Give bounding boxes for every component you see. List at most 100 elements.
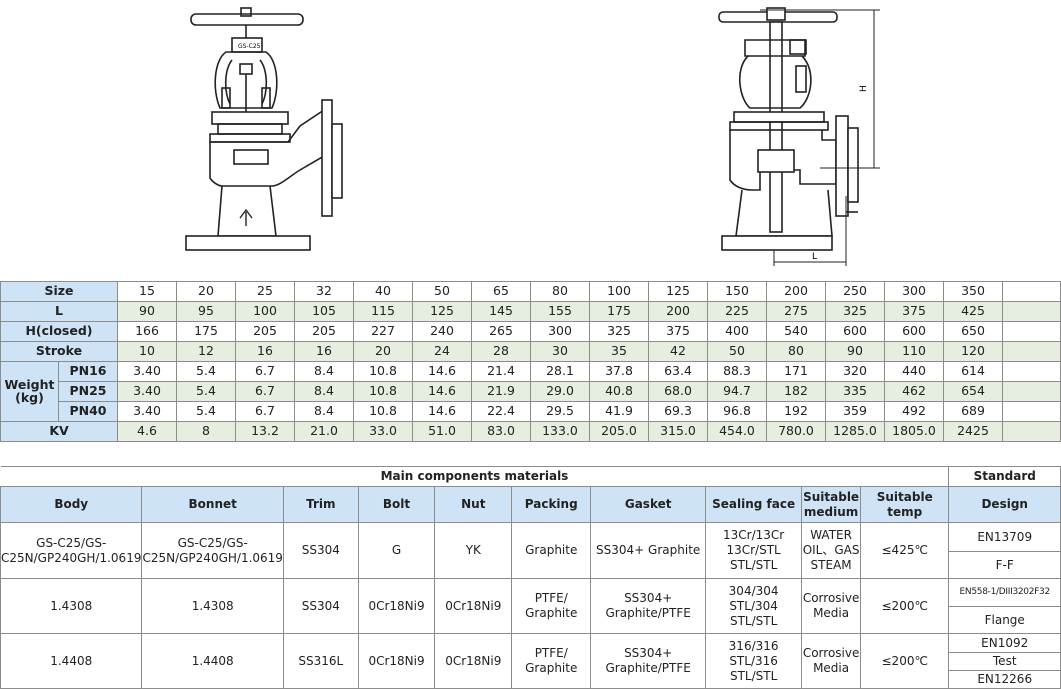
spec-cell: 28 (471, 341, 531, 362)
spec-cell: 37.8 (589, 361, 649, 382)
spec-empty-cell (1002, 281, 1061, 302)
spec-cell: 5.4 (176, 361, 236, 382)
spec-cell: 325 (825, 301, 885, 322)
spec-cell: 8.4 (294, 381, 354, 402)
spec-cell: 69.3 (648, 401, 708, 422)
weight-label: Weight (kg) (0, 361, 59, 422)
spec-cell: 200 (648, 301, 708, 322)
spec-cell: 110 (884, 341, 944, 362)
spec-cell: 120 (943, 341, 1003, 362)
spec-cell: 145 (471, 301, 531, 322)
spec-cell: 1285.0 (825, 421, 885, 442)
row-label-pn16: PN16 (58, 361, 118, 382)
mat-cell: 304/304 STL/304 STL/STL (705, 578, 803, 634)
header-nut: Nut (434, 486, 513, 523)
spec-cell: 42 (648, 341, 708, 362)
spec-cell: 24 (412, 341, 472, 362)
header-bonnet: Bonnet (141, 486, 284, 523)
standard-title: Standard (948, 466, 1061, 487)
mat-cell: SS316L (282, 633, 359, 689)
spec-cell: 650 (943, 321, 1003, 342)
spec-cell: 105 (294, 301, 354, 322)
mat-cell: 316/316 STL/316 STL/STL (705, 633, 803, 689)
spec-cell: 25 (235, 281, 295, 302)
spec-cell: 155 (530, 301, 590, 322)
mat-cell: GS-C25/GS-C25N/GP240GH/1.0619 (0, 522, 143, 579)
spec-cell: 375 (884, 301, 944, 322)
spec-cell: 10 (117, 341, 177, 362)
spec-cell: 171 (766, 361, 826, 382)
header-packing: Packing (511, 486, 592, 523)
spec-cell: 200 (766, 281, 826, 302)
spec-cell: 96.8 (707, 401, 767, 422)
standard-cell: EN13709 (948, 522, 1061, 552)
mat-cell: SS304+ Graphite/PTFE (590, 633, 707, 689)
spec-cell: 492 (884, 401, 944, 422)
mat-cell: 0Cr18Ni9 (357, 633, 436, 689)
mat-cell: 0Cr18Ni9 (434, 633, 513, 689)
spec-cell: 12 (176, 341, 236, 362)
spec-cell: 3.40 (117, 401, 177, 422)
spec-cell: 5.4 (176, 401, 236, 422)
spec-cell: 4.6 (117, 421, 177, 442)
mat-cell: SS304 (282, 578, 359, 634)
spec-cell: 150 (707, 281, 767, 302)
spec-cell: 40 (353, 281, 413, 302)
mat-cell: Corrosive Media (801, 578, 862, 634)
standard-cell: EN1092 (948, 633, 1061, 653)
spec-cell: 600 (825, 321, 885, 342)
spec-empty-cell (1002, 321, 1061, 342)
spec-cell: 28.1 (530, 361, 590, 382)
spec-cell: 115 (353, 301, 413, 322)
mat-cell: SS304 (282, 522, 359, 579)
spec-cell: 35 (589, 341, 649, 362)
spec-cell: 175 (176, 321, 236, 342)
front-view-drawing (185, 7, 343, 251)
spec-cell: 3.40 (117, 381, 177, 402)
mat-cell: ≤200℃ (860, 578, 950, 634)
spec-cell: 5.4 (176, 381, 236, 402)
spec-cell: 6.7 (235, 361, 295, 382)
spec-cell: 462 (884, 381, 944, 402)
spec-cell: 100 (235, 301, 295, 322)
spec-cell: 29.0 (530, 381, 590, 402)
spec-cell: 14.6 (412, 361, 472, 382)
spec-cell: 689 (943, 401, 1003, 422)
spec-cell: 33.0 (353, 421, 413, 442)
row-label-stroke: Stroke (0, 341, 118, 362)
spec-cell: 125 (412, 301, 472, 322)
standard-cell: F-F (948, 551, 1061, 579)
spec-cell: 8.4 (294, 361, 354, 382)
spec-cell: 205 (235, 321, 295, 342)
spec-cell: 80 (766, 341, 826, 362)
mat-cell: 0Cr18Ni9 (357, 578, 436, 634)
spec-cell: 14.6 (412, 401, 472, 422)
spec-cell: 3.40 (117, 361, 177, 382)
spec-cell: 359 (825, 401, 885, 422)
spec-cell: 16 (294, 341, 354, 362)
spec-cell: 10.8 (353, 381, 413, 402)
spec-cell: 425 (943, 301, 1003, 322)
spec-cell: 30 (530, 341, 590, 362)
spec-empty-cell (1002, 401, 1061, 422)
row-label-h: H(closed) (0, 321, 118, 342)
spec-cell: 325 (589, 321, 649, 342)
spec-cell: 205 (294, 321, 354, 342)
spec-cell: 454.0 (707, 421, 767, 442)
mat-cell: 0Cr18Ni9 (434, 578, 513, 634)
dimension-l-label: L (812, 252, 817, 262)
spec-cell: 50 (412, 281, 472, 302)
header-gasket: Gasket (590, 486, 707, 523)
header-sealing-face: Sealing face (705, 486, 803, 523)
spec-cell: 335 (825, 381, 885, 402)
materials-title: Main components materials (0, 466, 950, 487)
row-label-size: Size (0, 281, 118, 302)
spec-cell: 90 (825, 341, 885, 362)
mat-cell: 1.4308 (141, 578, 284, 634)
spec-cell: 175 (589, 301, 649, 322)
spec-cell: 300 (884, 281, 944, 302)
mat-cell: PTFE/ Graphite (511, 633, 592, 689)
